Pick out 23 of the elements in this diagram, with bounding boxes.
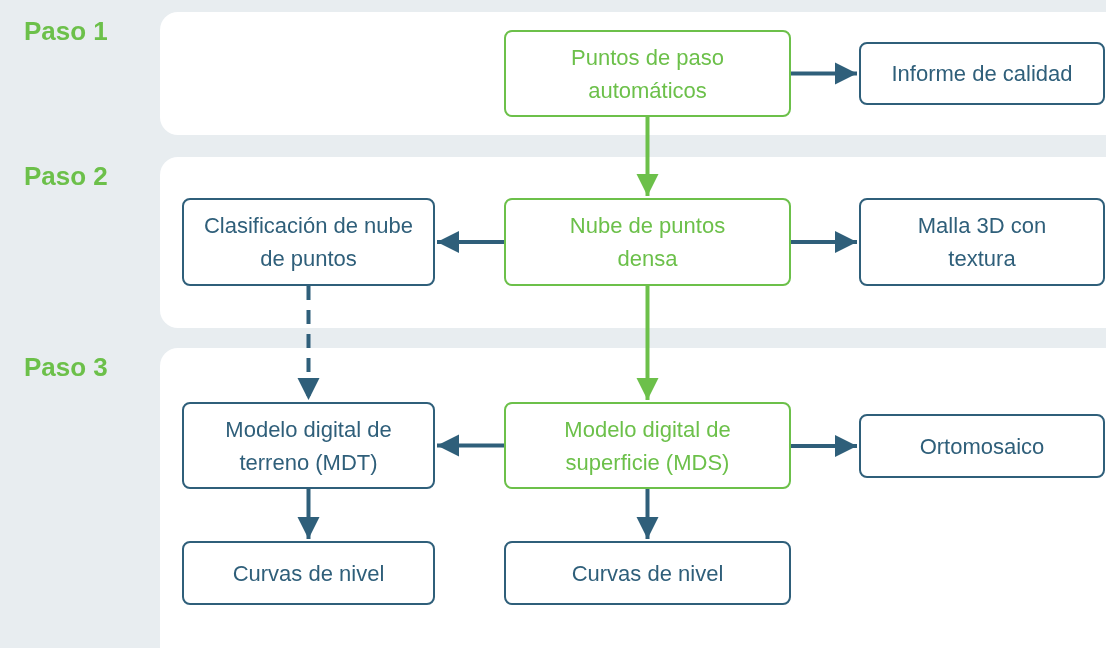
- process-box: Modelo digital de terreno (MDT): [182, 402, 435, 489]
- stage-label: Paso 1: [24, 16, 108, 47]
- stage-label: Paso 3: [24, 352, 108, 383]
- process-box: Curvas de nivel: [504, 541, 791, 605]
- arrow: [437, 434, 504, 457]
- process-box: Informe de calidad: [859, 42, 1105, 105]
- arrow: [437, 231, 504, 253]
- process-box: Nube de puntos densa: [504, 198, 791, 286]
- arrow: [791, 231, 857, 253]
- arrow: [791, 62, 857, 85]
- process-box: Ortomosaico: [859, 414, 1105, 478]
- arrow: [791, 435, 857, 457]
- arrow: [297, 489, 320, 539]
- process-box: Curvas de nivel: [182, 541, 435, 605]
- process-box: Modelo digital de superficie (MDS): [504, 402, 791, 489]
- stage-label: Paso 2: [24, 161, 108, 192]
- process-box: Clasificación de nube de puntos: [182, 198, 435, 286]
- process-box: Puntos de paso automáticos: [504, 30, 791, 117]
- arrow: [636, 489, 659, 539]
- arrow: [636, 286, 659, 400]
- process-box: Malla 3D con textura: [859, 198, 1105, 286]
- arrow: [636, 117, 659, 196]
- arrow: [297, 286, 320, 400]
